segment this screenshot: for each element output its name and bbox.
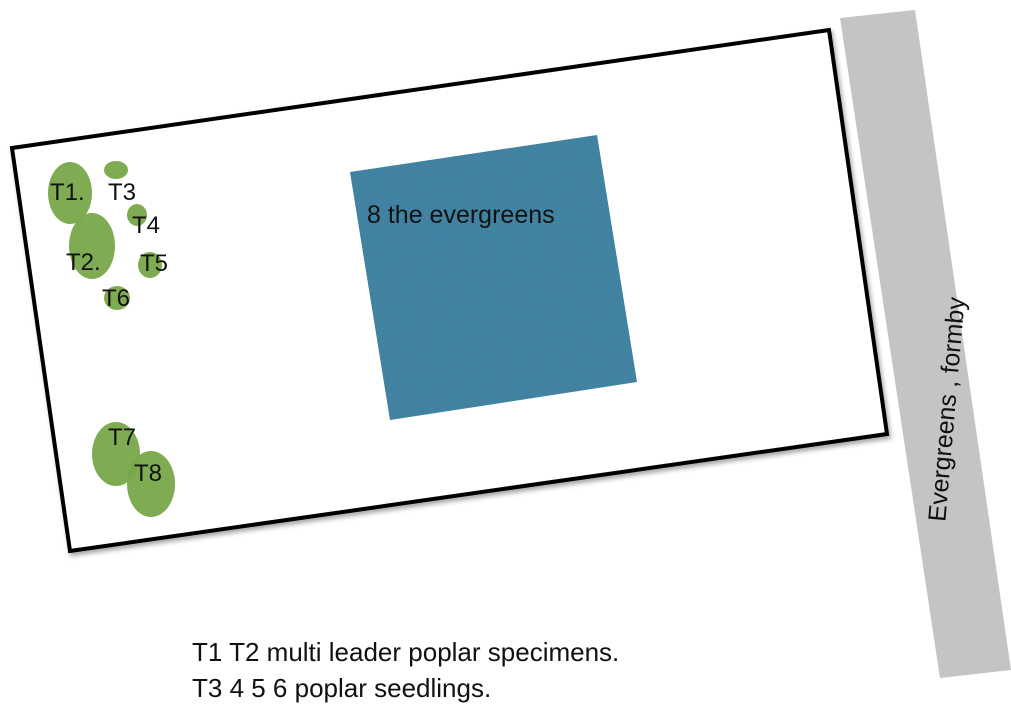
tree-label-t3: T3 — [108, 179, 136, 206]
tree-t3-canopy — [104, 161, 128, 179]
tree-label-t2: T2. — [66, 249, 101, 276]
tree-t1-canopy — [48, 162, 92, 224]
tree-label-t4: T4 — [132, 212, 160, 239]
tree-t5-canopy — [138, 252, 162, 278]
notes: T1 T2 multi leader poplar specimens. T3 … — [192, 634, 619, 706]
tree-label-t6: T6 — [102, 285, 130, 312]
trees: T1. T2. T3 T4 T5 T6 T7 T8 — [48, 161, 175, 517]
tree-label-t8: T8 — [134, 460, 162, 487]
tree-label-t5: T5 — [140, 250, 168, 277]
house-label: 8 the evergreens — [367, 201, 555, 229]
tree-t8-canopy — [127, 451, 175, 517]
note-line: T1 T2 multi leader poplar specimens. — [192, 637, 620, 667]
note-line: T3 4 5 6 poplar seedlings. — [192, 673, 492, 703]
tree-label-t7: T7 — [108, 424, 136, 451]
tree-t7-canopy — [92, 422, 140, 486]
house-footprint — [350, 135, 637, 420]
tree-t4-canopy — [127, 204, 147, 226]
tree-label-t1: T1. — [50, 179, 85, 206]
tree-t6-canopy — [104, 286, 130, 310]
tree-t2-canopy — [69, 213, 115, 279]
road-strip — [840, 10, 1011, 678]
site-plan: Evergreens , formby 8 the evergreens T1.… — [9, 10, 1011, 678]
